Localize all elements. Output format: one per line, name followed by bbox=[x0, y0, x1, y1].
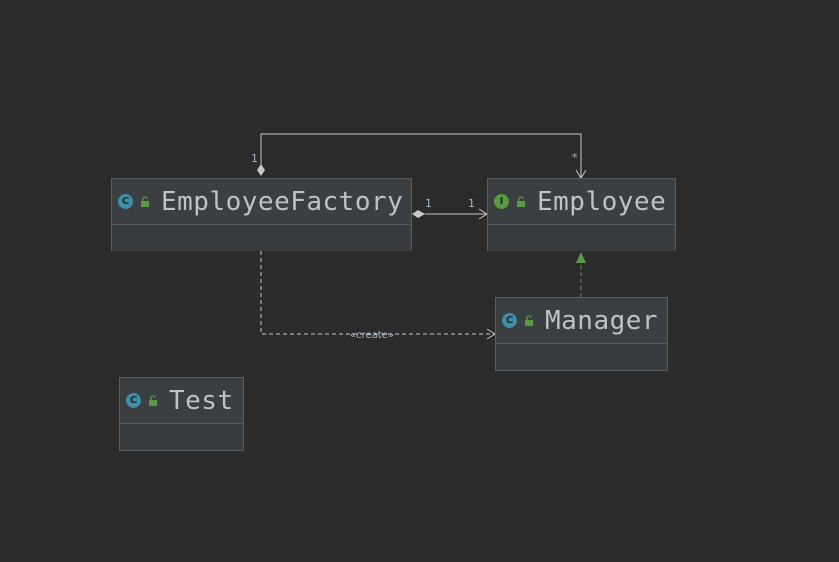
public-lock-icon bbox=[525, 314, 533, 326]
multiplicity-label: 1 bbox=[468, 197, 475, 210]
edge-create-dependency[interactable] bbox=[260, 251, 496, 340]
class-node-test[interactable]: C Test bbox=[119, 377, 244, 451]
realization-arrow-icon bbox=[576, 252, 586, 263]
create-stereotype-label: «create» bbox=[350, 330, 394, 341]
multiplicity-label: 1 bbox=[251, 152, 258, 165]
interface-node-employee[interactable]: I Employee bbox=[487, 178, 676, 251]
edge-composition-loop[interactable] bbox=[257, 133, 587, 179]
composition-diamond-icon bbox=[412, 210, 425, 218]
class-members-section bbox=[488, 225, 675, 251]
class-header: C EmployeeFactory bbox=[112, 179, 411, 225]
class-header: C Manager bbox=[496, 298, 667, 344]
public-lock-icon bbox=[141, 195, 149, 207]
composition-diamond-icon bbox=[257, 164, 265, 176]
class-name: Employee bbox=[537, 186, 667, 217]
class-name: Test bbox=[169, 385, 234, 416]
class-node-employeefactory[interactable]: C EmployeeFactory bbox=[111, 178, 412, 251]
class-kind-icon: C bbox=[502, 313, 517, 328]
edge-factory-employee[interactable] bbox=[412, 208, 488, 220]
multiplicity-label: * bbox=[572, 151, 578, 164]
interface-kind-icon: I bbox=[494, 194, 509, 209]
class-kind-icon: C bbox=[126, 393, 141, 408]
class-members-section bbox=[496, 344, 667, 370]
class-name: Manager bbox=[545, 305, 659, 336]
class-header: I Employee bbox=[488, 179, 675, 225]
class-members-section bbox=[120, 424, 243, 450]
class-node-manager[interactable]: C Manager bbox=[495, 297, 668, 371]
class-members-section bbox=[112, 225, 411, 251]
multiplicity-label: 1 bbox=[425, 197, 432, 210]
class-name: EmployeeFactory bbox=[161, 186, 404, 217]
class-header: C Test bbox=[120, 378, 243, 424]
public-lock-icon bbox=[149, 394, 157, 406]
public-lock-icon bbox=[517, 195, 525, 207]
edge-realization[interactable] bbox=[576, 252, 586, 297]
class-kind-icon: C bbox=[118, 194, 133, 209]
